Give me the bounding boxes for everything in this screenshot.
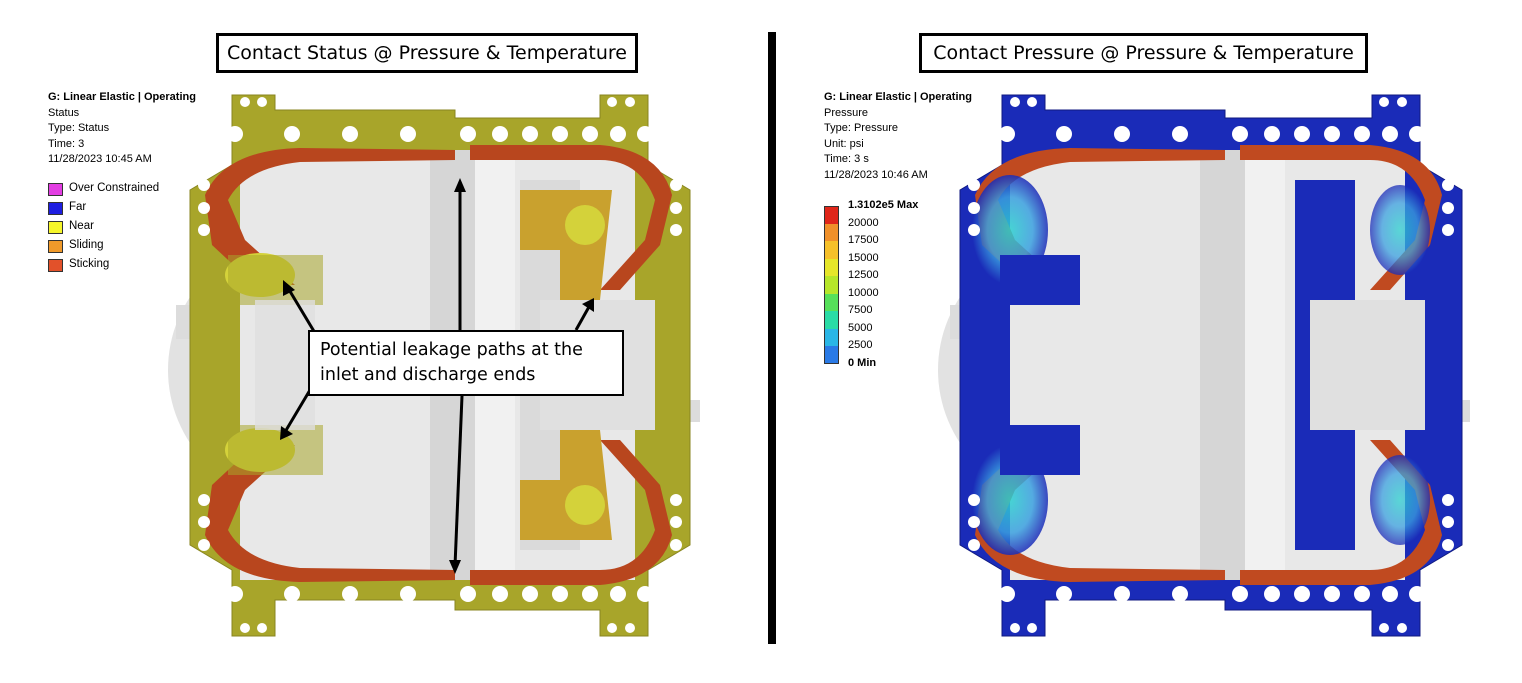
right-title: Contact Pressure @ Pressure & Temperatur…: [919, 33, 1368, 73]
legend-line: Time: 3: [48, 137, 85, 150]
legend-line: Type: Status: [48, 122, 110, 134]
swatch: [48, 258, 63, 272]
legend-key-over-constrained: Over Constrained: [48, 180, 196, 199]
arrow-heads: [280, 178, 594, 574]
right-model: [938, 94, 1470, 637]
scale-label: 7500: [848, 304, 873, 316]
scale-cell: [824, 241, 839, 259]
legend-key-sliding: Sliding: [48, 237, 196, 256]
callout-line-1: Potential leakage paths at the: [320, 340, 583, 360]
scale-cell: [824, 346, 839, 364]
legend-key-near: Near: [48, 218, 196, 237]
panel-divider: [768, 32, 776, 644]
legend-line: Pressure: [824, 106, 869, 119]
scale-cell: [824, 311, 839, 329]
scale-cell: [824, 293, 839, 311]
scale-label: 5000: [848, 321, 873, 334]
scale-label: 1.3102e5 Max: [848, 199, 919, 211]
scale-label: 20000: [848, 216, 879, 229]
pressure-legend: G: Linear Elastic | Operating Pressure T…: [824, 90, 972, 183]
swatch: [48, 239, 63, 253]
scale-cell: [824, 276, 839, 294]
leader-arrows: [283, 186, 592, 567]
scale-label: 17500: [848, 234, 879, 246]
callout-line-2: inlet and discharge ends: [320, 365, 536, 385]
swatch: [48, 220, 63, 234]
swatch: [48, 182, 63, 196]
legend-line: Time: 3 s: [824, 153, 869, 165]
left-title: Contact Status @ Pressure & Temperature: [216, 33, 638, 73]
legend-line: 11/28/2023 10:46 AM: [824, 168, 928, 181]
scale-label: 0 Min: [848, 356, 877, 369]
legend-key-far: Far: [48, 199, 196, 218]
scale-cell: [824, 258, 839, 276]
legend-header: G: Linear Elastic | Operating: [824, 91, 972, 103]
legend-line: Type: Pressure: [824, 122, 898, 134]
scale-cell: [824, 223, 839, 241]
scale-label: 10000: [848, 286, 879, 299]
scale-cell: [824, 328, 839, 346]
scale-label: 15000: [848, 251, 879, 264]
legend-line: Unit: psi: [824, 137, 864, 150]
scale-cell: [824, 206, 839, 224]
scale-label: 2500: [848, 339, 873, 351]
legend-line: 11/28/2023 10:45 AM: [48, 153, 152, 165]
scale-label: 12500: [848, 269, 879, 281]
swatch: [48, 201, 63, 215]
legend-key-sticking: Sticking: [48, 256, 196, 275]
leakage-callout: Potential leakage paths at the inlet and…: [308, 330, 624, 396]
legend-line: Status: [48, 106, 80, 119]
legend-header: G: Linear Elastic | Operating: [48, 91, 196, 103]
status-legend: G: Linear Elastic | Operating Status Typ…: [48, 90, 196, 275]
